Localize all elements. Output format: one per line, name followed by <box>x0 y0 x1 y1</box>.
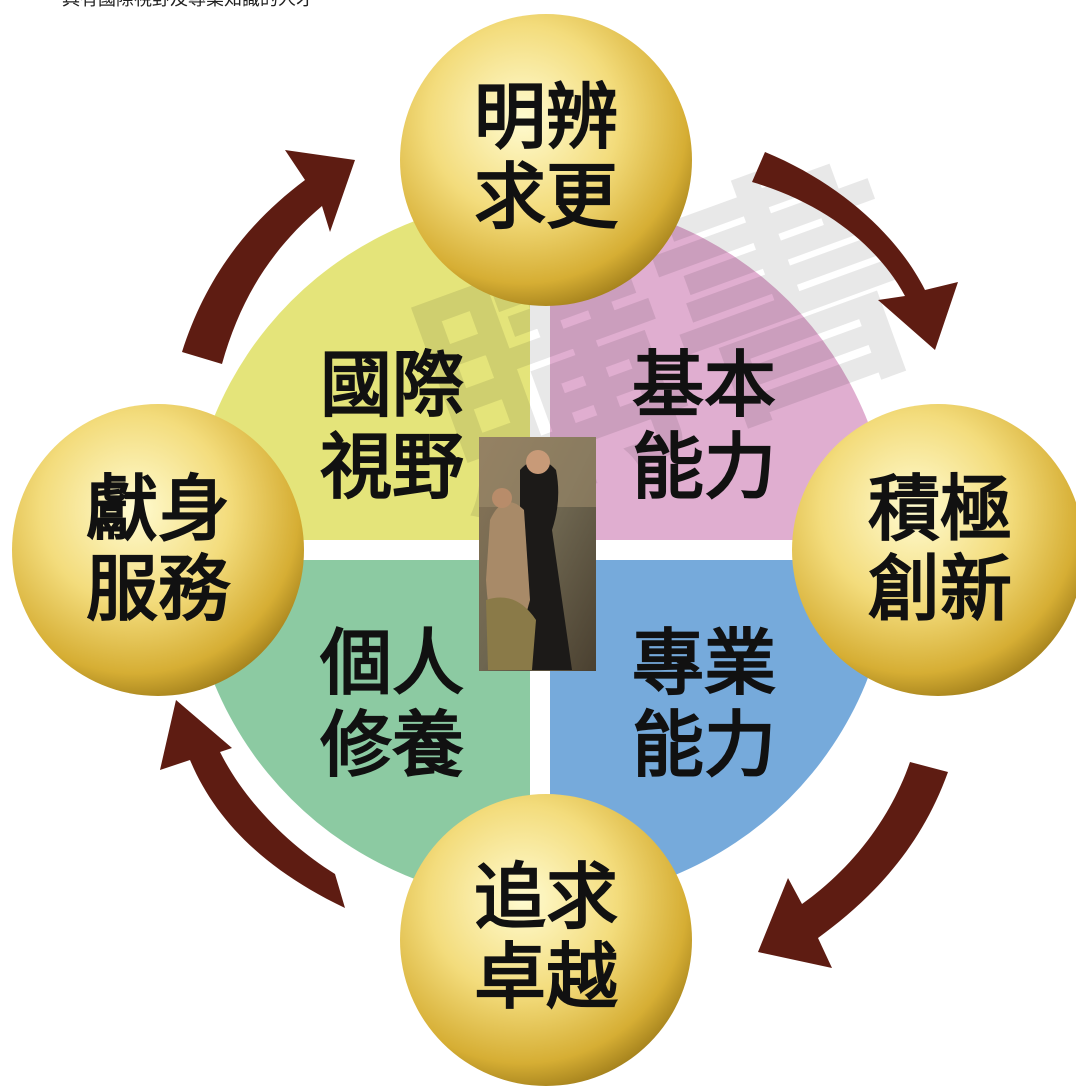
arrow-bottom-right <box>758 762 948 968</box>
node-label-pursue-excellence-line1: 追求 <box>474 855 618 939</box>
quadrant-label-basic-ability-line1: 基本 <box>632 343 776 427</box>
quadrant-label-personal-cultivation-line1: 個人 <box>319 621 464 705</box>
node-active-innovation <box>792 404 1076 696</box>
node-label-active-innovation-line1: 積極 <box>868 467 1012 551</box>
quadrant-label-professional-ability-line1: 專業 <box>632 621 776 705</box>
cycle-arrows <box>160 150 958 968</box>
arrow-top-right <box>752 152 958 350</box>
painting-icon <box>479 437 596 671</box>
node-pursue-excellence <box>400 794 692 1086</box>
quadrant-label-personal-cultivation-line2: 修養 <box>320 703 464 787</box>
node-label-dedicated-service-line2: 服務 <box>86 547 232 631</box>
arrow-bottom-left <box>160 700 345 908</box>
node-dedicated-service <box>12 404 304 696</box>
node-label-active-innovation-line2: 創新 <box>868 547 1012 631</box>
top-caption: 具有國際視野及專業知識的人才 <box>62 0 314 12</box>
quadrant-label-international-vision-line1: 國際 <box>320 343 464 427</box>
node-label-pursue-excellence-line2: 卓越 <box>474 935 619 1019</box>
node-label-discern-truth-line2: 求更 <box>474 155 619 239</box>
node-discern-truth <box>400 14 692 306</box>
arrow-top-left <box>182 150 355 364</box>
quadrant-label-professional-ability-line2: 能力 <box>632 703 776 787</box>
quadrant-label-basic-ability-line2: 能力 <box>632 425 776 509</box>
node-label-discern-truth-line1: 明辨 <box>474 75 618 159</box>
quadrant-label-international-vision-line2: 視野 <box>320 425 464 509</box>
node-label-dedicated-service-line1: 獻身 <box>86 467 230 551</box>
